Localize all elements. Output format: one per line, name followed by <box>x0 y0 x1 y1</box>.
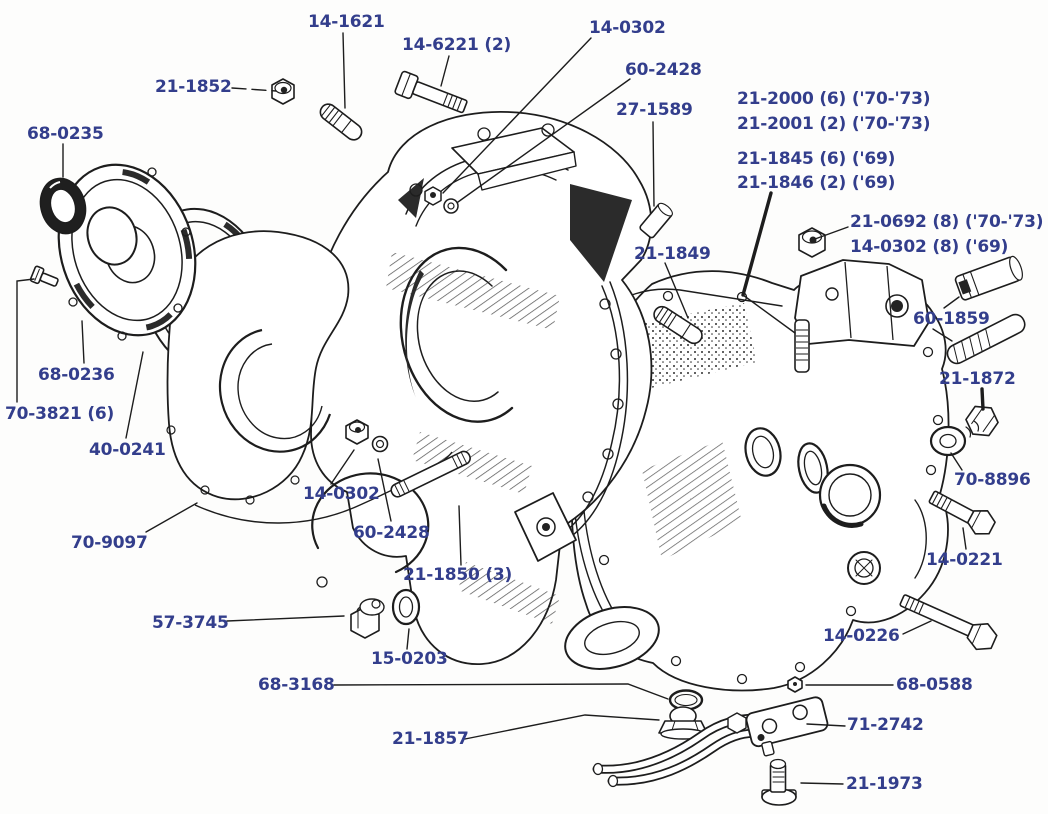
part-label-40-0241: 40-0241 <box>89 440 166 460</box>
oil-seal-drawing <box>39 177 87 235</box>
right-crankcase-drawing <box>564 270 950 692</box>
part-label-27-1589: 27-1589 <box>616 100 693 120</box>
part-bolt-14-6221 <box>394 70 468 114</box>
loose-parts-drawing <box>29 70 1026 806</box>
part-label-57-3745: 57-3745 <box>152 613 229 633</box>
part-label-70-3821: 70-3821 (6) <box>5 404 115 424</box>
part-label-14-0221: 14-0221 <box>926 550 1003 570</box>
part-label-21-1852: 21-1852 <box>155 77 232 97</box>
part-label-14-6221: 14-6221 (2) <box>402 35 512 55</box>
part-dowel-27-1589 <box>639 202 673 239</box>
part-label-21-1846: 21-1846 (2) ('69) <box>737 173 896 193</box>
left-crankcase-drawing <box>310 111 653 665</box>
engine-mount-lug-drawing <box>514 259 930 562</box>
part-label-68-0236: 68-0236 <box>38 365 115 385</box>
part-label-68-0588: 68-0588 <box>896 675 973 695</box>
part-stud-21-1850 <box>390 450 471 498</box>
part-screw-70-3821 <box>29 265 59 287</box>
part-label-21-2000: 21-2000 (6) ('70-'73) <box>737 89 931 109</box>
part-nut-21-1852 <box>271 78 295 105</box>
part-washer-15-0203 <box>391 588 421 626</box>
part-label-68-0235: 68-0235 <box>27 124 104 144</box>
part-label-21-1849: 21-1849 <box>634 244 711 264</box>
part-label-21-1850: 21-1850 (3) <box>403 565 513 585</box>
part-label-15-0203: 15-0203 <box>371 649 448 669</box>
part-label-60-2428-mid: 60-2428 <box>353 523 430 543</box>
part-nut-68-0588 <box>787 676 803 693</box>
part-label-70-9097: 70-9097 <box>71 533 148 553</box>
part-label-60-1859: 60-1859 <box>913 309 990 329</box>
outer-cover-drawing <box>57 163 197 341</box>
part-nut-21-0692 <box>798 227 826 258</box>
part-bolt-21-1973 <box>761 758 797 806</box>
part-stud-21-1849 <box>653 305 703 345</box>
part-bolt-14-0226 <box>899 594 998 651</box>
part-oil-pipe-71-2742 <box>592 696 829 788</box>
part-label-21-2001: 21-2001 (2) ('70-'73) <box>737 114 931 134</box>
part-label-21-0692: 21-0692 (8) ('70-'73) <box>850 212 1044 232</box>
part-label-14-0302-8: 14-0302 (8) ('69) <box>850 237 1009 257</box>
part-label-14-0302-top: 14-0302 <box>589 18 666 38</box>
inner-cover-drawing <box>166 230 453 524</box>
part-label-21-1872: 21-1872 <box>939 369 1016 389</box>
part-label-14-0226: 14-0226 <box>823 626 900 646</box>
part-label-70-8896: 70-8896 <box>954 470 1031 490</box>
part-dowel-60-1859-lower <box>946 313 1026 365</box>
part-stud-14-1621 <box>319 103 363 141</box>
leader-lines <box>16 32 985 785</box>
part-label-68-3168: 68-3168 <box>258 675 335 695</box>
part-label-14-1621: 14-1621 <box>308 12 385 32</box>
part-label-21-1973: 21-1973 <box>846 774 923 794</box>
part-dowel-60-1859-upper <box>954 255 1023 301</box>
part-label-71-2742: 71-2742 <box>847 715 924 735</box>
part-label-60-2428-top: 60-2428 <box>625 60 702 80</box>
part-washer-70-8896 <box>929 425 967 457</box>
part-label-14-0302-mid: 14-0302 <box>303 484 380 504</box>
part-bolt-14-0221 <box>928 490 996 535</box>
part-label-21-1857: 21-1857 <box>392 729 469 749</box>
part-label-21-1845: 21-1845 (6) ('69) <box>737 149 896 169</box>
part-banjo-bolt-57-3745 <box>350 598 385 639</box>
